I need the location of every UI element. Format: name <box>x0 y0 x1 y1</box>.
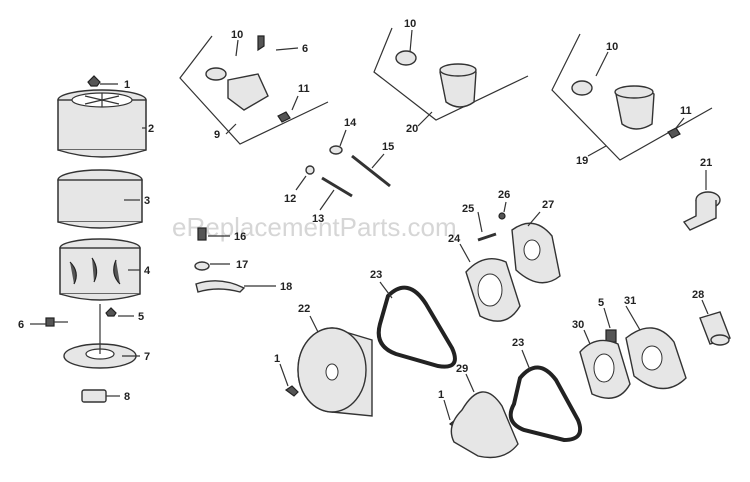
callout-3: 3 <box>144 195 150 207</box>
leader-lines <box>30 29 709 421</box>
callout-14: 14 <box>344 117 357 129</box>
callout-9: 9 <box>214 129 220 141</box>
gasket-23-left <box>376 285 457 369</box>
base-27 <box>511 222 561 284</box>
pre-cleaner-element <box>57 169 143 229</box>
nut-12 <box>305 165 315 175</box>
callout-25: 25 <box>462 203 474 215</box>
callout-1b: 1 <box>274 353 280 365</box>
callout-21: 21 <box>700 157 712 169</box>
washer-14 <box>329 145 343 155</box>
wing-nut-1b <box>284 385 299 397</box>
callout-15: 15 <box>382 141 394 153</box>
tube-28 <box>699 311 731 346</box>
screw-25 <box>477 232 497 242</box>
callout-27: 27 <box>542 199 554 211</box>
bracket-group-20 <box>373 27 529 121</box>
callout-22: 22 <box>298 303 310 315</box>
callout-5b: 5 <box>598 297 604 309</box>
callout-12: 12 <box>284 193 296 205</box>
callout-11b: 11 <box>680 105 692 117</box>
callout-10a: 10 <box>231 29 243 41</box>
paper-element <box>59 238 141 301</box>
bracket-group-19 <box>551 33 713 161</box>
callout-4: 4 <box>144 265 151 277</box>
screw-16 <box>197 227 207 241</box>
callout-6b: 6 <box>302 43 308 55</box>
clip-18 <box>195 280 246 293</box>
element-30 <box>579 339 631 399</box>
callout-20: 20 <box>406 123 418 135</box>
watermark: eReplacementParts.com <box>172 212 457 242</box>
callout-26: 26 <box>498 189 510 201</box>
callout-31: 31 <box>624 295 636 307</box>
wing-nut-small <box>105 307 117 317</box>
callout-16: 16 <box>234 231 246 243</box>
callout-17: 17 <box>236 259 248 271</box>
callout-8: 8 <box>124 391 130 403</box>
air-cleaner-cover <box>57 89 147 158</box>
callout-24: 24 <box>448 233 461 245</box>
rod-15 <box>351 154 391 188</box>
rod-13 <box>321 176 353 198</box>
callout-13: 13 <box>312 213 324 225</box>
callout-10c: 10 <box>606 41 618 53</box>
callout-1c: 1 <box>438 389 444 401</box>
screw-left <box>45 317 68 327</box>
air-cleaner-base <box>63 304 137 369</box>
nut-17 <box>194 261 210 271</box>
callout-19: 19 <box>576 155 588 167</box>
gasket-23-right <box>508 365 583 443</box>
callout-29: 29 <box>456 363 468 375</box>
callout-30: 30 <box>572 319 584 331</box>
callout-10b: 10 <box>404 18 416 30</box>
callout-labels: 1 2 3 4 5 6 7 8 10 6 11 9 10 20 10 11 19… <box>18 18 712 403</box>
callout-23b: 23 <box>512 337 524 349</box>
callout-23a: 23 <box>370 269 382 281</box>
base-31 <box>625 327 687 390</box>
base-gasket <box>81 389 107 403</box>
callout-11a: 11 <box>298 83 310 95</box>
element-24 <box>465 258 521 322</box>
callout-28: 28 <box>692 289 704 301</box>
callout-5a: 5 <box>138 311 144 323</box>
cover-22 <box>297 327 373 417</box>
elbow-adapter <box>682 191 721 231</box>
callout-1a: 1 <box>124 79 130 91</box>
callout-2: 2 <box>148 123 154 135</box>
cover-29 <box>450 391 519 459</box>
nut-26 <box>498 212 506 220</box>
callout-18: 18 <box>280 281 292 293</box>
callout-7: 7 <box>144 351 150 363</box>
callout-6a: 6 <box>18 319 24 331</box>
wing-nut <box>87 75 101 87</box>
bracket-group-9 <box>179 35 329 145</box>
